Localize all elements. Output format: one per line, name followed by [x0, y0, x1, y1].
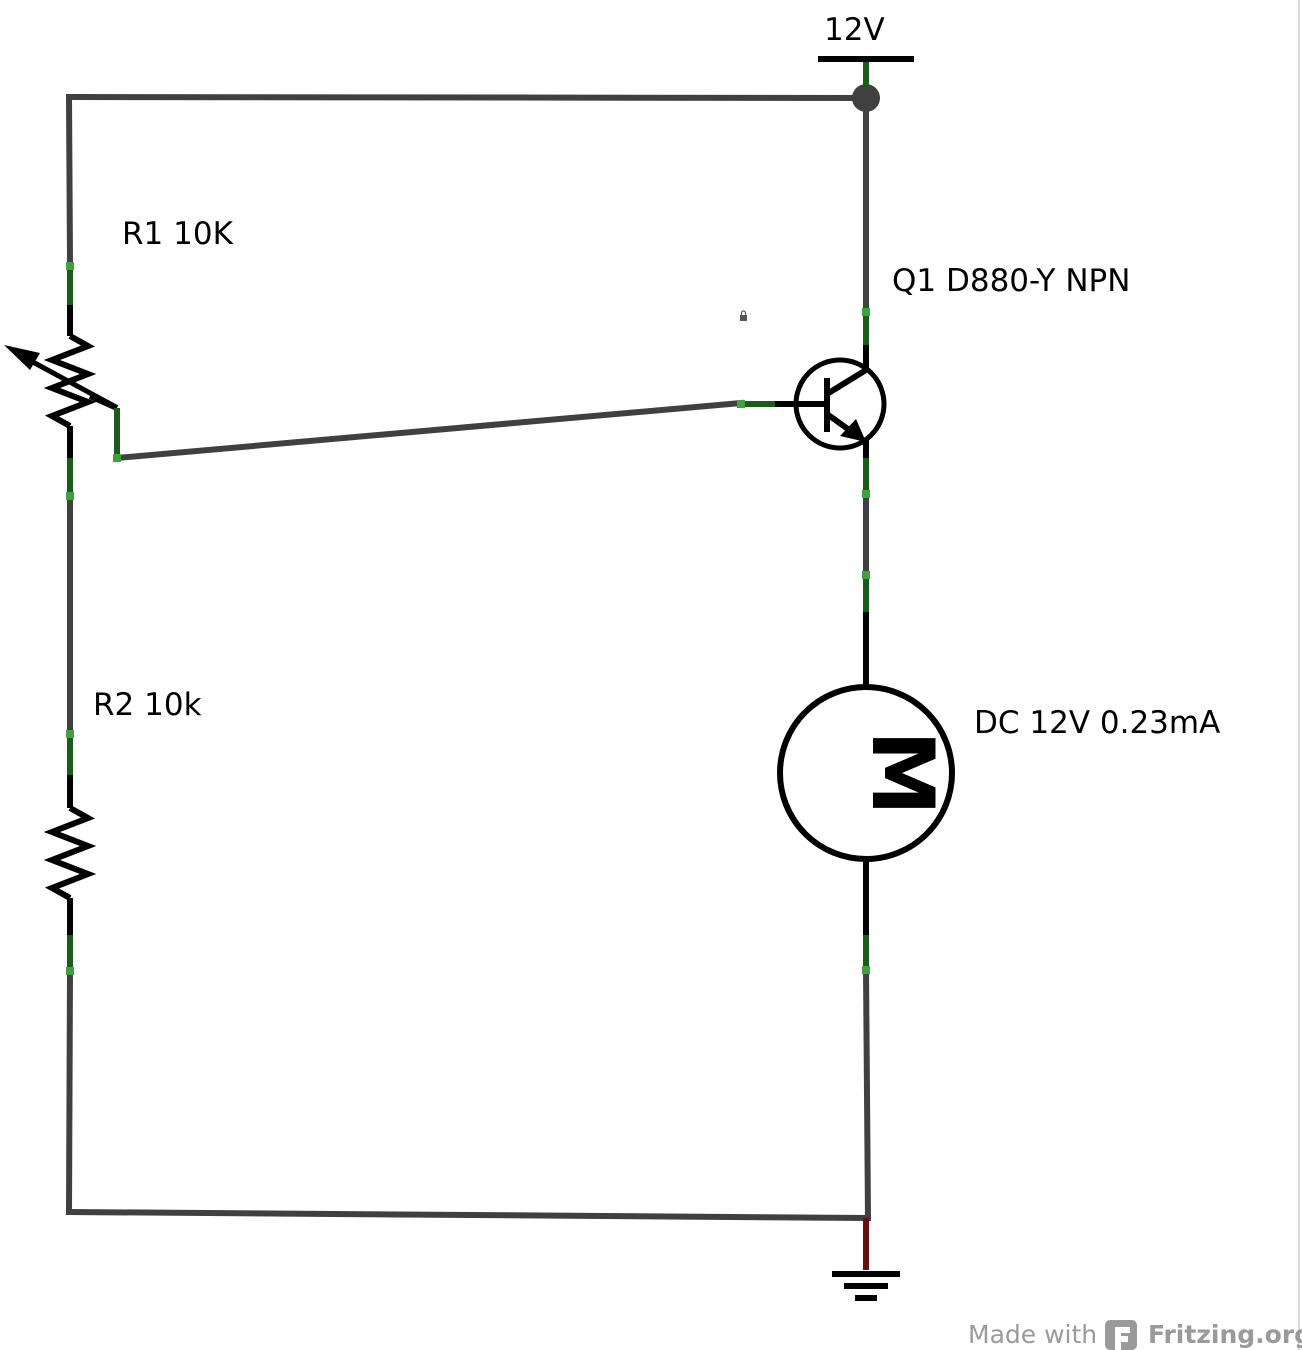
- q1-emitter-pin-end: [862, 490, 870, 498]
- motor-symbol: M: [852, 730, 952, 816]
- q1-label: Q1 D880-Y NPN: [892, 263, 1130, 299]
- motor-label: DC 12V 0.23mA: [974, 705, 1220, 741]
- wire-top: [65, 93, 870, 102]
- wire-right-lower: [862, 966, 872, 1222]
- wire-left-lower: [65, 968, 74, 1216]
- motor-pin-top-end: [862, 571, 870, 579]
- r1-wiper-leg: [88, 393, 119, 411]
- fritzing-logo-icon: [1105, 1320, 1137, 1350]
- r1-adjust-arrowhead: [4, 345, 40, 370]
- r1-pin-top-end: [66, 262, 74, 270]
- supply-label: 12V: [824, 12, 885, 48]
- credit-made-with: Made with: [968, 1320, 1097, 1349]
- q1-collector-diag: [825, 367, 868, 397]
- r1-wiper-pin-end: [113, 454, 121, 462]
- q1-collector-pin-end: [862, 308, 870, 316]
- lock-icon-shackle: [740, 310, 747, 315]
- junction-dot: [852, 84, 880, 112]
- r2-label: R2 10k: [93, 687, 202, 723]
- r2-pin-top-end: [66, 730, 74, 738]
- lock-icon: [740, 315, 747, 321]
- motor-pin-bottom-end: [862, 966, 870, 974]
- q1-base-pin-end: [737, 400, 745, 408]
- r1-label: R1 10K: [122, 216, 234, 252]
- r2-zigzag: [43, 805, 97, 901]
- wire-base: [113, 399, 745, 462]
- r2-pin-bottom-end: [66, 967, 74, 975]
- wire-bottom: [65, 1208, 872, 1222]
- wire-left-upper: [65, 93, 74, 266]
- r1-pin-bottom-end: [66, 492, 74, 500]
- q1-emitter-arrowhead: [840, 419, 866, 442]
- credit-brand: Fritzing.org: [1148, 1320, 1302, 1349]
